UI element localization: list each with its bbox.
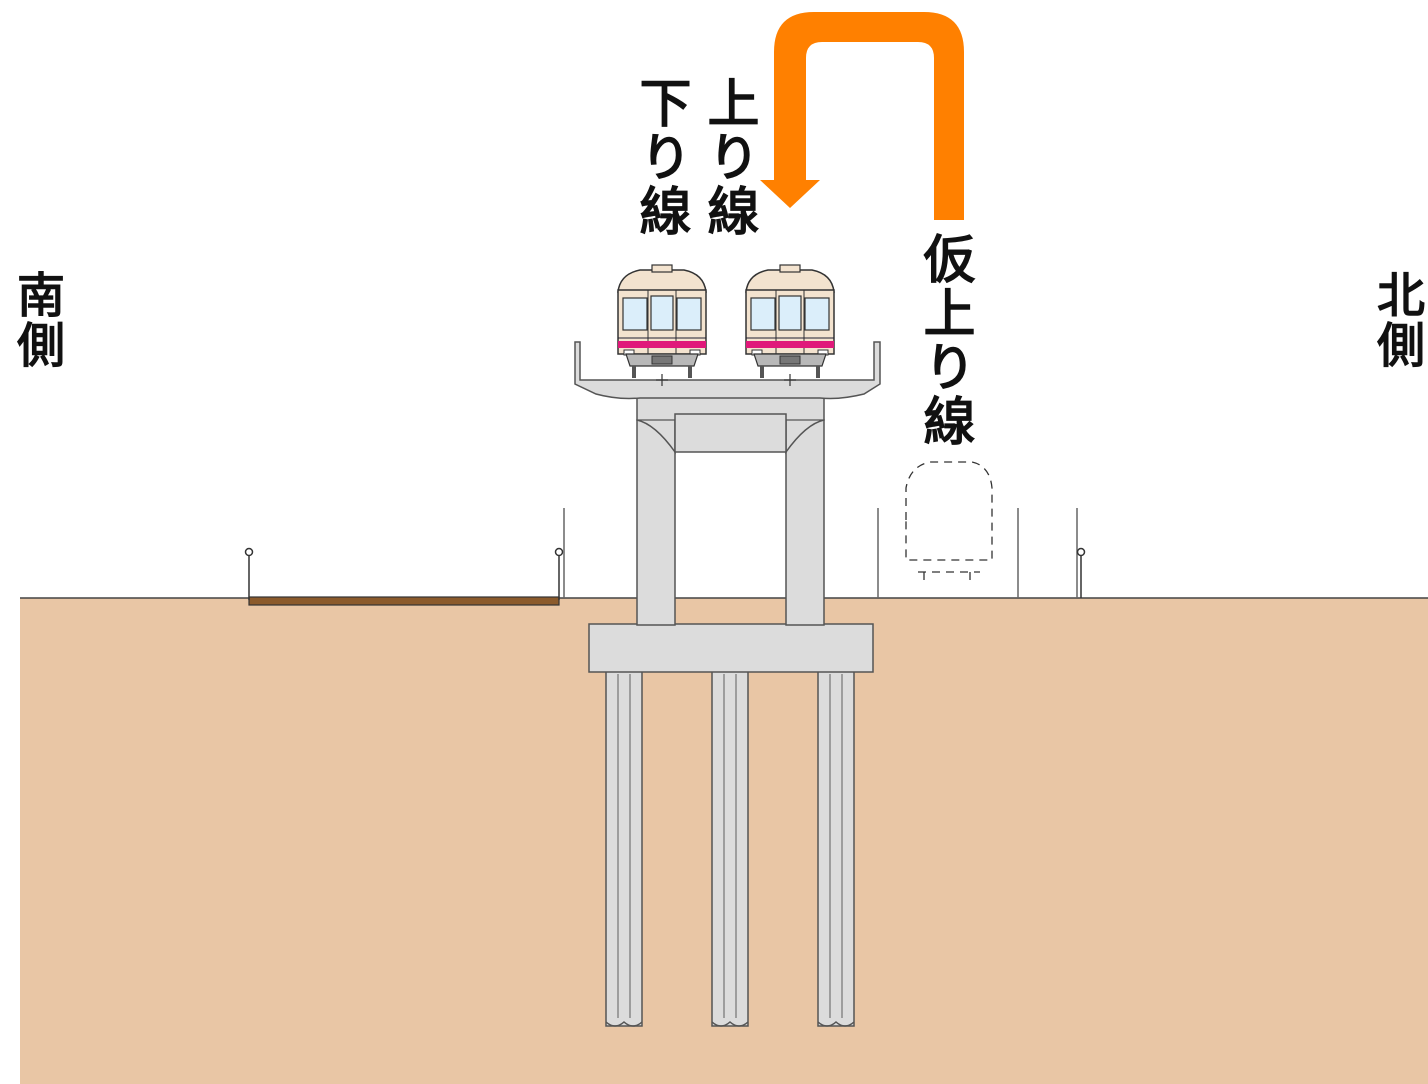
train-front-icon (617, 264, 707, 387)
foundation-pile (817, 669, 855, 1027)
up-line-label: 上り線 (698, 76, 758, 238)
crossbeam-front (674, 413, 787, 453)
train-front-icon (745, 264, 835, 387)
pier-column-left (636, 419, 676, 626)
temporary-train-outline (905, 461, 993, 582)
fence-post-cap (1076, 547, 1086, 557)
pier-footing (588, 623, 874, 673)
foundation-pile (605, 669, 643, 1027)
pier-column-right (785, 419, 825, 626)
viaduct-deck-slab (574, 341, 881, 400)
down-line-label: 下り線 (630, 76, 690, 238)
fence-post-cap (244, 547, 254, 557)
foundation-pile (711, 669, 749, 1027)
curved-shift-arrow-icon (760, 12, 964, 220)
temporary-up-line-label: 仮上り線 (914, 232, 974, 448)
south-side-label: 南側 (8, 270, 64, 370)
drainage-channel (248, 596, 560, 606)
fence-post-cap (554, 547, 564, 557)
north-side-label: 北側 (1368, 270, 1424, 370)
